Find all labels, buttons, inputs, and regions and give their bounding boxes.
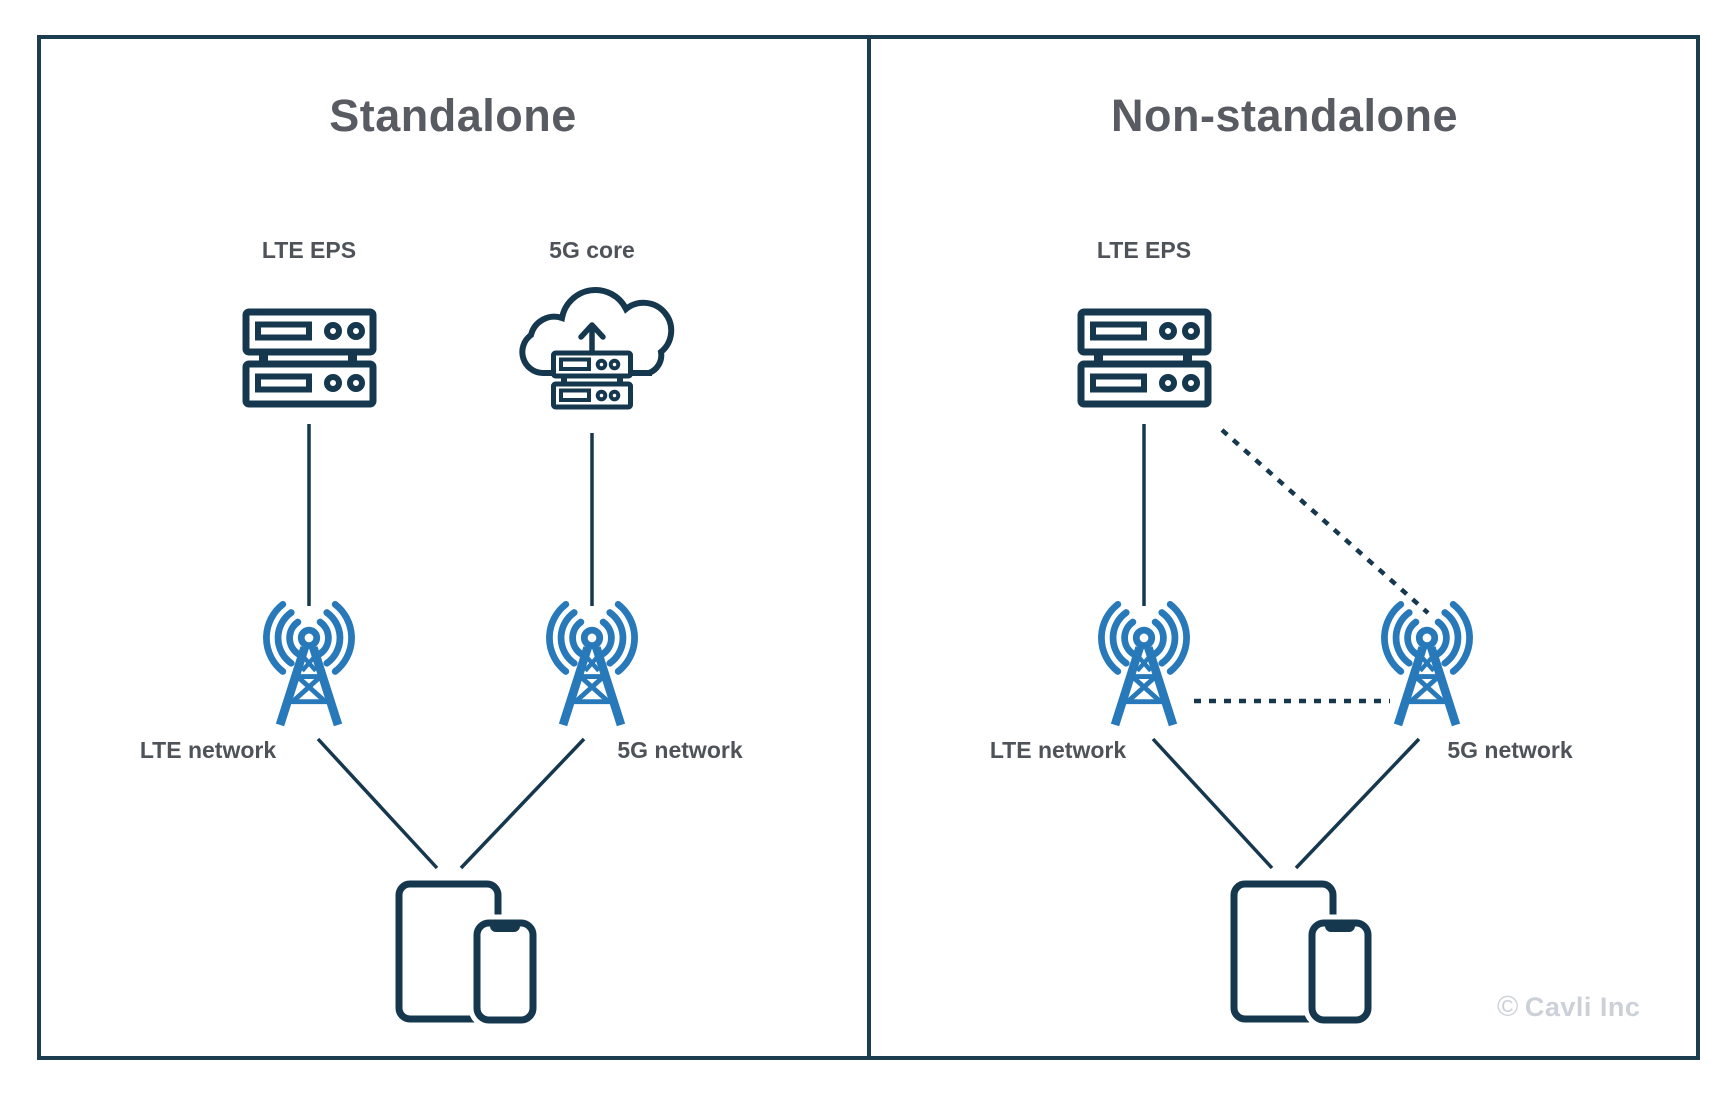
server-rack-icon: [242, 308, 377, 408]
mini-server-rack-icon: [551, 350, 633, 410]
label-lte-eps-left: LTE EPS: [261, 237, 357, 263]
label-lte-network-left: LTE network: [139, 737, 277, 763]
tablet-and-phone-icon: [1230, 880, 1377, 1029]
watermark-text: Cavli Inc: [1524, 992, 1641, 1022]
cloud-outline: [519, 286, 675, 376]
radio-tower-icon: [546, 600, 638, 727]
cloud-server-icon: [519, 286, 675, 410]
label-5g-network-left: 5G network: [617, 737, 743, 763]
radio-tower-icon: [1381, 600, 1473, 727]
phone-notch: [1325, 920, 1355, 932]
label-5g-core: 5G core: [549, 237, 635, 263]
phone-outline: [473, 919, 537, 1024]
label-5g-network-right: 5G network: [1447, 737, 1573, 763]
label-lte-network-right: LTE network: [989, 737, 1127, 763]
panel-title-non-standalone: Non-standalone: [1110, 90, 1458, 141]
tablet-and-phone-icon: [395, 880, 542, 1029]
label-lte-eps-right: LTE EPS: [1096, 237, 1192, 263]
watermark: ©Cavli Inc: [1497, 991, 1717, 1024]
radio-tower-icon: [263, 600, 355, 727]
panel-title-standalone: Standalone: [329, 90, 577, 141]
copyright-icon: ©: [1497, 991, 1519, 1023]
phone-notch: [490, 920, 520, 932]
server-rack-icon: [1077, 308, 1212, 408]
upload-arrow-icon: [578, 322, 606, 353]
panel-divider: [867, 35, 871, 1060]
phone-outline: [1308, 919, 1372, 1024]
radio-tower-icon: [1098, 600, 1190, 727]
